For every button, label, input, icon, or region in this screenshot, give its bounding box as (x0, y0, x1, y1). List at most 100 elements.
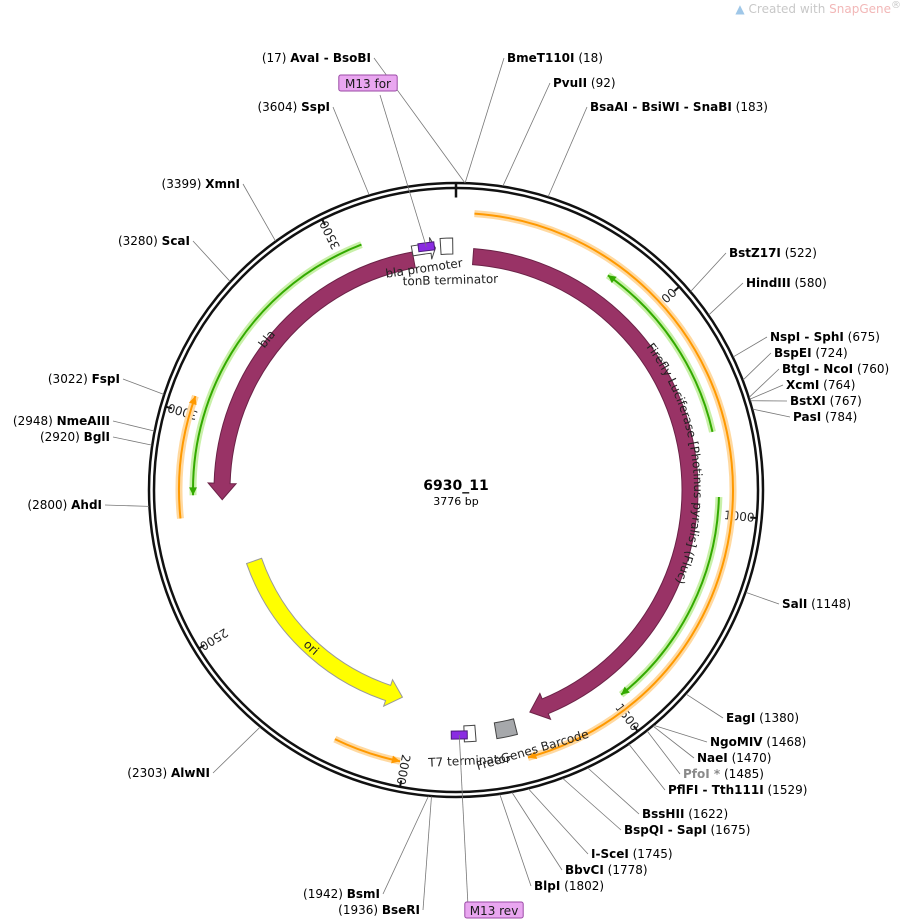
enzyme-leader-line (212, 726, 261, 774)
enzyme-site-avai-bsobi[interactable]: (17) AvaI - BsoBI (262, 51, 466, 183)
enzyme-label[interactable]: (2303) AlwNI (127, 766, 210, 780)
enzyme-label[interactable]: I-SceI (1745) (591, 847, 673, 861)
enzyme-label[interactable]: BspEI (724) (774, 346, 848, 360)
enzyme-site-eagi[interactable]: EagI (1380) (685, 693, 799, 725)
enzyme-site-bbvci[interactable]: BbvCI (1778) (511, 792, 648, 877)
tick-mark-1500 (633, 725, 639, 732)
enzyme-site-xcmi[interactable]: XcmI (764) (749, 378, 856, 400)
primer-badge (464, 901, 524, 919)
orf-arrowhead (391, 755, 401, 764)
enzyme-site-bmet110i[interactable]: BmeT110I (18) (464, 51, 603, 183)
enzyme-site-bspqi-sapi[interactable]: BspQI - SapI (1675) (562, 778, 751, 837)
enzyme-label[interactable]: (2800) AhdI (27, 498, 102, 512)
enzyme-label[interactable]: EagI (1380) (726, 711, 799, 725)
orf-arrowhead (527, 751, 538, 760)
enzyme-label[interactable]: (2920) BglI (40, 430, 110, 444)
enzyme-label[interactable]: BsaAI - BsiWI - SnaBI (183) (590, 100, 768, 114)
enzyme-label[interactable]: NspI - SphI (675) (770, 330, 880, 344)
orf-arcs (175, 210, 737, 765)
enzyme-leader-line (499, 794, 532, 887)
enzyme-label[interactable]: BmeT110I (18) (507, 51, 603, 65)
enzyme-label[interactable]: NgoMIV (1468) (710, 735, 806, 749)
tick-mark-3000 (165, 405, 173, 410)
enzyme-label[interactable]: (3604) SspI (257, 100, 330, 114)
enzyme-leader-line (628, 743, 666, 791)
enzyme-site-pvuii[interactable]: PvuII (92) (502, 76, 616, 187)
enzyme-label[interactable]: XcmI (764) (786, 378, 855, 392)
primer-m13-for[interactable]: M13 for (338, 74, 398, 92)
tick-mark-2000 (399, 780, 403, 787)
enzyme-site-pflfi-tth111i[interactable]: PflFI - Tth111I (1529) (628, 743, 807, 797)
enzyme-site-ahdi[interactable]: (2800) AhdI (27, 498, 149, 512)
feature-bla (207, 251, 416, 501)
enzyme-site-bsshii[interactable]: BssHII (1622) (587, 767, 728, 821)
enzyme-site-scai[interactable]: (3280) ScaI (118, 234, 231, 282)
tick-label-3500: 3500 (317, 218, 343, 252)
enzyme-leader-line (749, 384, 784, 400)
enzyme-site-bseri[interactable]: (1936) BseRI (338, 796, 432, 917)
enzyme-leader-line (332, 106, 370, 196)
enzyme-label[interactable]: (17) AvaI - BsoBI (262, 51, 371, 65)
primer-badge (338, 74, 398, 92)
enzyme-site-pasi[interactable]: PasI (784) (752, 408, 858, 424)
enzyme-label[interactable]: (2948) NmeAIII (13, 414, 110, 428)
enzyme-label[interactable]: BbvCI (1778) (565, 863, 648, 877)
enzyme-label[interactable]: PasI (784) (793, 410, 857, 424)
enzyme-site-btgi-ncoi[interactable]: BtgI - NcoI (760) (748, 362, 889, 398)
enzyme-site-nspi-sphi[interactable]: NspI - SphI (675) (733, 330, 880, 358)
enzyme-site-bsaai-bsiwi-snabi[interactable]: BsaAI - BsiWI - SnaBI (183) (547, 100, 768, 197)
enzyme-label[interactable]: PfoI * (1485) (683, 767, 764, 781)
enzyme-label[interactable]: HindIII (580) (746, 276, 827, 290)
enzyme-label[interactable]: NaeI (1470) (697, 751, 771, 765)
enzyme-leader-line (382, 796, 429, 895)
enzyme-label[interactable]: (1942) BsmI (303, 887, 380, 901)
enzyme-label[interactable]: (3022) FspI (48, 372, 120, 386)
enzyme-site-blpi[interactable]: BlpI (1802) (499, 794, 604, 893)
enzyme-label[interactable]: BssHII (1622) (642, 807, 728, 821)
enzyme-label[interactable]: (1936) BseRI (338, 903, 420, 917)
tick-mark-1000 (750, 516, 757, 520)
enzyme-label[interactable]: BstZ17I (522) (729, 246, 817, 260)
primer-leader-line (458, 734, 469, 907)
enzyme-site-i-scei[interactable]: I-SceI (1745) (528, 788, 673, 861)
enzyme-label[interactable]: (3399) XmnI (162, 177, 240, 191)
enzyme-site-hindiii[interactable]: HindIII (580) (708, 276, 827, 316)
enzyme-leader-line (192, 240, 231, 282)
enzyme-site-bsmi[interactable]: (1942) BsmI (303, 796, 429, 901)
enzyme-site-pfoi[interactable]: PfoI * (1485) (646, 730, 764, 781)
enzyme-site-xmni[interactable]: (3399) XmnI (162, 177, 276, 242)
feature-label-tonb-terminator: tonB terminator (402, 272, 498, 289)
enzyme-leader-line (752, 408, 791, 418)
primer-m13-rev[interactable]: M13 rev (464, 901, 524, 919)
enzyme-site-naei[interactable]: NaeI (1470) (652, 725, 771, 765)
enzyme-site-bstz17i[interactable]: BstZ17I (522) (690, 246, 817, 292)
enzyme-site-fspi[interactable]: (3022) FspI (48, 372, 164, 395)
orf-arrowhead (189, 487, 198, 496)
primer-label[interactable]: M13 for (345, 77, 391, 91)
enzyme-label[interactable]: PvuII (92) (553, 76, 616, 90)
enzyme-label[interactable]: PflFI - Tth111I (1529) (668, 783, 807, 797)
primer-label[interactable]: M13 rev (470, 904, 519, 918)
orf-arrowhead (621, 686, 630, 695)
enzyme-site-bspei[interactable]: BspEI (724) (742, 346, 848, 381)
enzyme-site-ngomiv[interactable]: NgoMIV (1468) (653, 725, 806, 749)
tick-mark-2500 (198, 644, 205, 650)
enzyme-leader-line (562, 778, 622, 831)
enzyme-leader-line (685, 693, 724, 719)
enzyme-leader-line (690, 252, 727, 292)
enzyme-label[interactable]: BspQI - SapI (1675) (624, 823, 750, 837)
enzyme-label[interactable]: BstXI (767) (790, 394, 862, 408)
enzyme-leader-line (653, 725, 708, 743)
enzyme-site-alwni[interactable]: (2303) AlwNI (127, 726, 261, 780)
enzyme-site-nmeaiii[interactable]: (2948) NmeAIII (13, 414, 155, 432)
enzyme-site-bstxi[interactable]: BstXI (767) (750, 394, 862, 408)
enzyme-label[interactable]: BtgI - NcoI (760) (782, 362, 889, 376)
enzyme-site-sspi[interactable]: (3604) SspI (257, 100, 370, 196)
enzyme-label[interactable]: BlpI (1802) (534, 879, 604, 893)
enzyme-label[interactable]: (3280) ScaI (118, 234, 190, 248)
enzyme-site-bgli[interactable]: (2920) BglI (40, 430, 152, 446)
enzyme-site-sali[interactable]: SalI (1148) (745, 592, 851, 611)
enzyme-label[interactable]: SalI (1148) (782, 597, 851, 611)
